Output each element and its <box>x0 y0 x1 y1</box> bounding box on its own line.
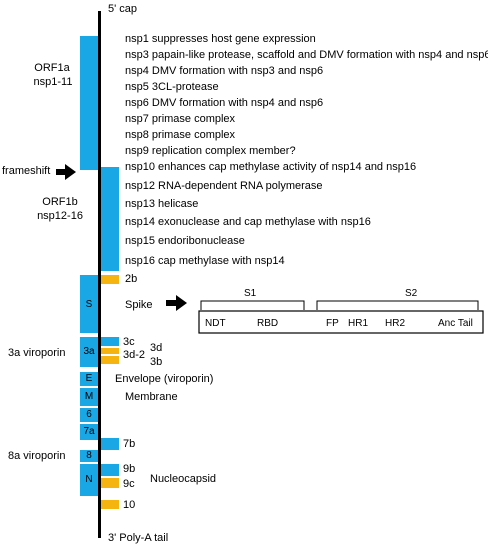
fp-domain-label: FP <box>326 318 339 329</box>
nsp3-label: nsp3 papain-like protease, scaffold and … <box>125 49 488 61</box>
orf2b-label: 2b <box>125 273 138 285</box>
orf8-block-label: 8 <box>86 450 92 461</box>
orf3b-label: 3b <box>150 356 163 368</box>
s2-bracket <box>316 300 479 310</box>
orf10-label: 10 <box>123 499 136 511</box>
anc-tail-domain-label: Anc Tail <box>438 318 473 329</box>
s1-bracket <box>200 300 305 310</box>
nucleocapsid-block: N <box>80 464 98 496</box>
membrane-label: Membrane <box>125 391 178 403</box>
orf9c-block <box>101 478 119 488</box>
nsp13-label: nsp13 helicase <box>125 198 199 210</box>
orf8-block: 8 <box>80 450 98 462</box>
nsp7-label: nsp7 primase complex <box>125 113 236 125</box>
nucleocapsid-block-label: N <box>85 474 93 485</box>
orf9c-label: 9c <box>123 478 135 490</box>
orf3d2-block <box>101 348 119 354</box>
orf7a-block-label: 7a <box>83 426 95 437</box>
nsp5-label: nsp5 3CL-protease <box>125 81 219 93</box>
orf3b-block <box>101 356 119 364</box>
spike-block-label: S <box>85 299 93 310</box>
envelope-label: Envelope (viroporin) <box>115 373 214 385</box>
orf3c-label: 3c <box>123 336 135 348</box>
nsp9-label: nsp9 replication complex member? <box>125 145 296 157</box>
orf3d2-label: 3d-2 <box>123 349 146 361</box>
viroporin-3a-label: 3a viroporin <box>8 347 66 359</box>
orf9b-label: 9b <box>123 463 136 475</box>
orf7b-block <box>101 438 119 450</box>
orf3d-label: 3d <box>150 342 163 354</box>
orf1b-label: ORF1b <box>42 196 78 208</box>
envelope-block: E <box>80 372 98 386</box>
hr1-domain-label: HR1 <box>348 318 369 329</box>
frameshift-label: frameshift <box>2 165 51 177</box>
orf10-block <box>101 500 119 509</box>
orf1b-bar <box>101 167 119 271</box>
frameshift-arrow-icon <box>56 164 76 180</box>
membrane-block: M <box>80 388 98 406</box>
spike-arrow-icon <box>166 295 187 311</box>
nsp6-label: nsp6 DMV formation with nsp4 and nsp6 <box>125 97 324 109</box>
orf1a-bar <box>80 36 98 170</box>
orf1a-label: ORF1a <box>34 62 70 74</box>
nsp14-label: nsp14 exonuclease and cap methylase with… <box>125 216 371 228</box>
spike-domain-box <box>198 310 484 334</box>
nsp12-label: nsp12 RNA-dependent RNA polymerase <box>125 180 323 192</box>
orf3c-block <box>101 337 119 346</box>
nsp10-label: nsp10 enhances cap methylase activity of… <box>125 161 417 173</box>
orf7b-label: 7b <box>123 438 136 450</box>
nsp1-label: nsp1 suppresses host gene expression <box>125 33 316 45</box>
nsp16-label: nsp16 cap methylase with nsp14 <box>125 255 285 267</box>
orf3a-block: 3a <box>80 337 98 367</box>
orf3a-block-label: 3a <box>83 346 95 357</box>
hr2-domain-label: HR2 <box>385 318 406 329</box>
s2-label: S2 <box>405 288 418 299</box>
nsp15-label: nsp15 endoribonuclease <box>125 235 245 247</box>
orf6-block: 6 <box>80 408 98 422</box>
orf9b-block <box>101 464 119 476</box>
rbd-domain-label: RBD <box>257 318 279 329</box>
viroporin-8a-label: 8a viroporin <box>8 450 66 462</box>
orf6-block-label: 6 <box>86 409 92 420</box>
envelope-block-label: E <box>85 373 93 384</box>
ndt-domain-label: NDT <box>205 318 226 329</box>
genome-axis <box>98 11 101 538</box>
orf1b-range-label: nsp12-16 <box>37 210 83 222</box>
nsp8-label: nsp8 primase complex <box>125 129 236 141</box>
orf7a-block: 7a <box>80 424 98 440</box>
five-prime-cap-label: 5' cap <box>108 3 138 15</box>
orf1a-range-label: nsp1-11 <box>33 76 73 88</box>
s1-label: S1 <box>244 288 257 299</box>
spike-block: S <box>80 275 98 333</box>
spike-label: Spike <box>125 299 153 311</box>
nucleocapsid-label: Nucleocapsid <box>150 473 217 485</box>
orf2b-block <box>101 275 119 284</box>
three-prime-tail-label: 3' Poly-A tail <box>108 532 169 544</box>
nsp4-label: nsp4 DMV formation with nsp3 and nsp6 <box>125 65 324 77</box>
membrane-block-label: M <box>84 391 94 402</box>
